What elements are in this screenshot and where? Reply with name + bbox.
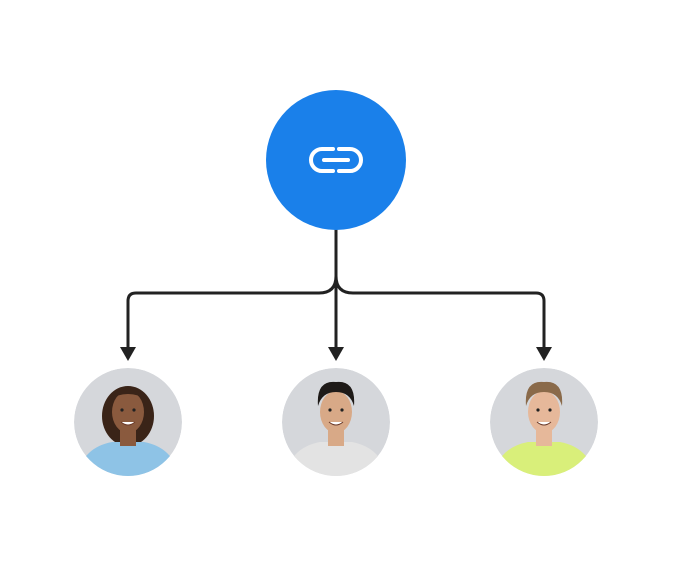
connectors bbox=[126, 228, 546, 352]
connector-left bbox=[126, 274, 338, 352]
avatar-1[interactable] bbox=[74, 368, 182, 482]
face bbox=[528, 391, 560, 433]
avatar-2[interactable] bbox=[282, 368, 390, 482]
arrowheads bbox=[120, 347, 552, 361]
arrowhead-center bbox=[328, 347, 344, 361]
arrowhead-right bbox=[536, 347, 552, 361]
connector-right bbox=[334, 274, 546, 352]
hub-node[interactable] bbox=[266, 90, 406, 230]
arrowhead-left bbox=[120, 347, 136, 361]
face bbox=[112, 391, 144, 433]
face bbox=[320, 391, 352, 433]
link-icon bbox=[309, 147, 363, 173]
avatar-3[interactable] bbox=[490, 368, 598, 482]
